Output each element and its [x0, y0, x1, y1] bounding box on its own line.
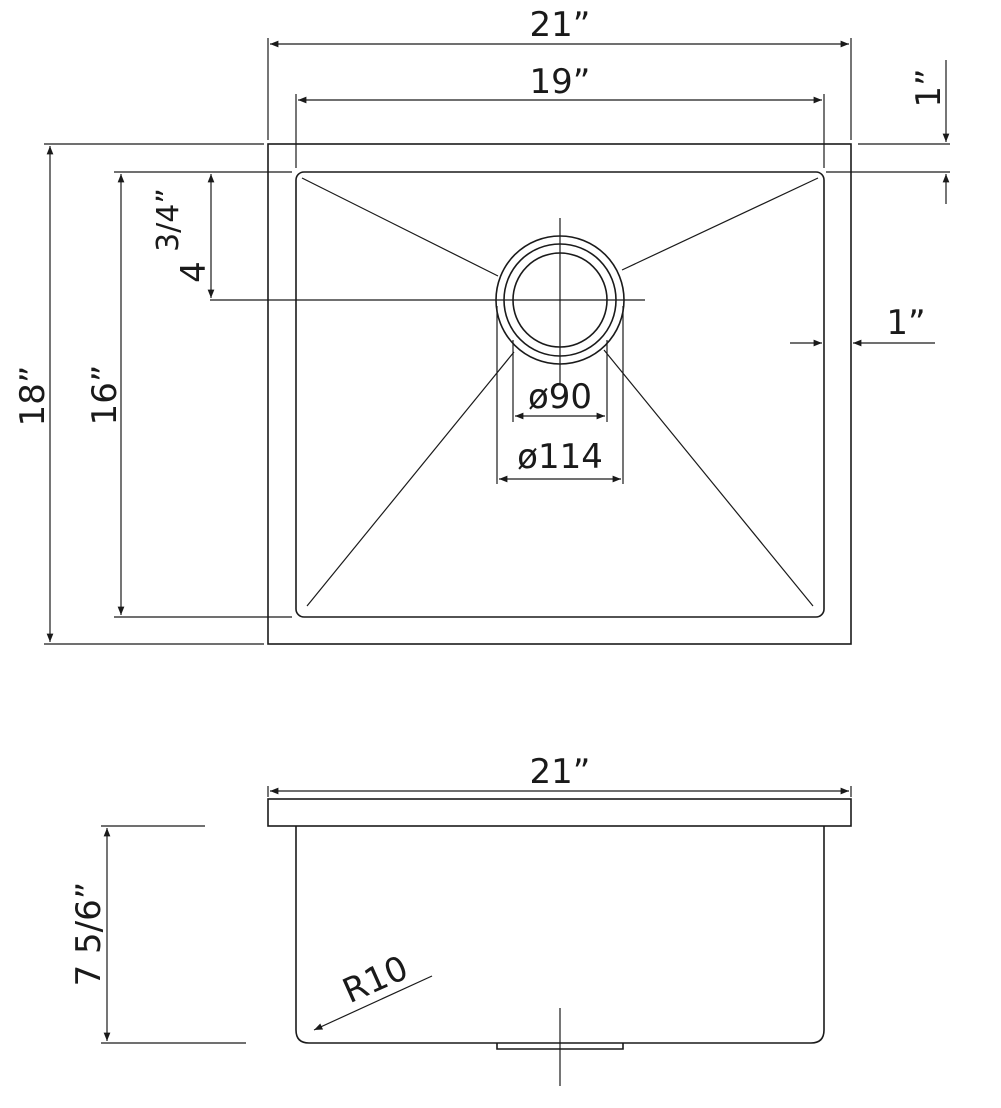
dim-drain-offset-fraction: 3/4”	[151, 188, 186, 252]
dim-bowl-depth-label: 16”	[85, 365, 125, 426]
slope-line-bottom-left	[306, 351, 515, 607]
side-view: 21” 7 5/6” R10	[69, 752, 852, 1086]
dim-side-flange-label: 1”	[886, 303, 925, 343]
side-dim-radius-leader	[313, 975, 433, 1031]
dim-overall-width-label: 21”	[530, 5, 591, 45]
slope-line-top-left	[301, 177, 499, 277]
dim-drain-offset-whole: 4	[174, 261, 214, 283]
side-dim-height-label: 7 5/6”	[69, 882, 109, 987]
slope-line-top-right	[621, 177, 819, 271]
dim-overall-depth-label: 18”	[13, 366, 53, 427]
outer-rim-outline	[267, 143, 852, 645]
top-view: 21” 19” 1” 18” 16” 4 3/4” 1” ø9	[13, 5, 950, 645]
dim-drain-outer-label: ø114	[517, 437, 603, 477]
side-dim-width-label: 21”	[530, 752, 591, 792]
dim-flange-top-label: 1”	[909, 68, 949, 107]
dim-drain-inner-label: ø90	[528, 377, 592, 417]
slope-line-bottom-right	[603, 349, 814, 607]
side-rim-flange	[267, 798, 852, 827]
inner-bowl-outline	[295, 171, 825, 618]
dim-bowl-width-label: 19”	[530, 62, 591, 102]
